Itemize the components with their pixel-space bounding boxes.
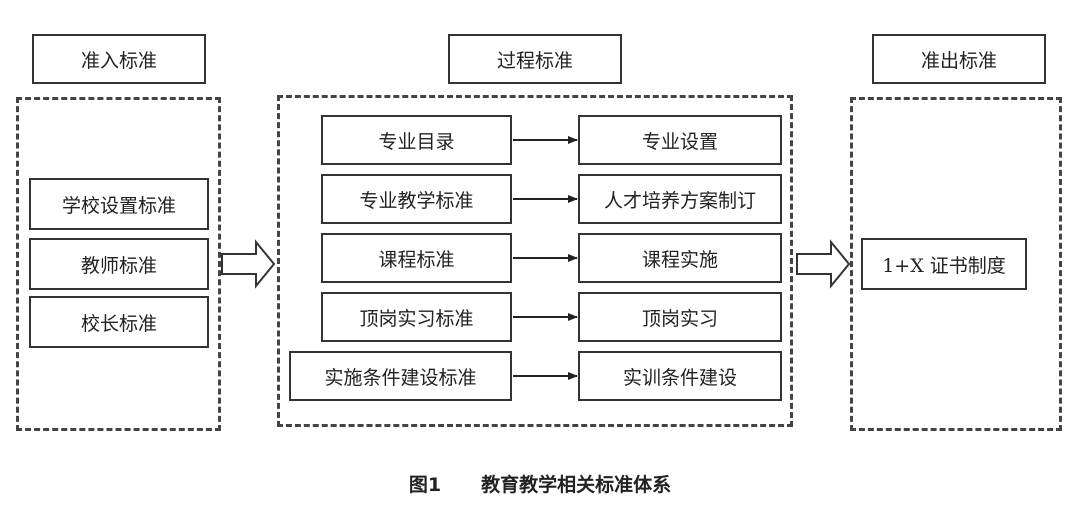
process-left-major-catalog: 专业目录 (321, 115, 512, 165)
exit-group (850, 97, 1062, 431)
process-right-training-facility: 实训条件建设 (578, 351, 782, 401)
figure-number: 图1 (408, 474, 442, 496)
process-left-teaching-standard: 专业教学标准 (321, 174, 512, 224)
entry-item-school-setup: 学校设置标准 (29, 178, 209, 230)
block-arrow-entry-to-process (221, 239, 276, 289)
entry-item-teacher: 教师标准 (29, 238, 209, 290)
process-left-internship-standard: 顶岗实习标准 (321, 292, 512, 342)
figure-caption: 图1 教育教学相关标准体系 (0, 470, 1080, 497)
figure-title: 教育教学相关标准体系 (481, 474, 672, 496)
process-group (277, 95, 793, 427)
header-process-standards: 过程标准 (448, 34, 622, 84)
exit-item-1x-certificate: 1+X 证书制度 (861, 238, 1027, 290)
process-left-facility-standard: 实施条件建设标准 (289, 351, 512, 401)
entry-item-principal: 校长标准 (29, 296, 209, 348)
entry-group (16, 97, 221, 431)
process-left-course-standard: 课程标准 (321, 233, 512, 283)
header-exit-standards: 准出标准 (872, 34, 1046, 84)
process-right-course-implementation: 课程实施 (578, 233, 782, 283)
header-entry-standards: 准入标准 (32, 34, 206, 84)
block-arrow-process-to-exit (796, 239, 851, 289)
process-right-talent-plan: 人才培养方案制订 (578, 174, 782, 224)
process-right-internship: 顶岗实习 (578, 292, 782, 342)
process-right-major-setup: 专业设置 (578, 115, 782, 165)
